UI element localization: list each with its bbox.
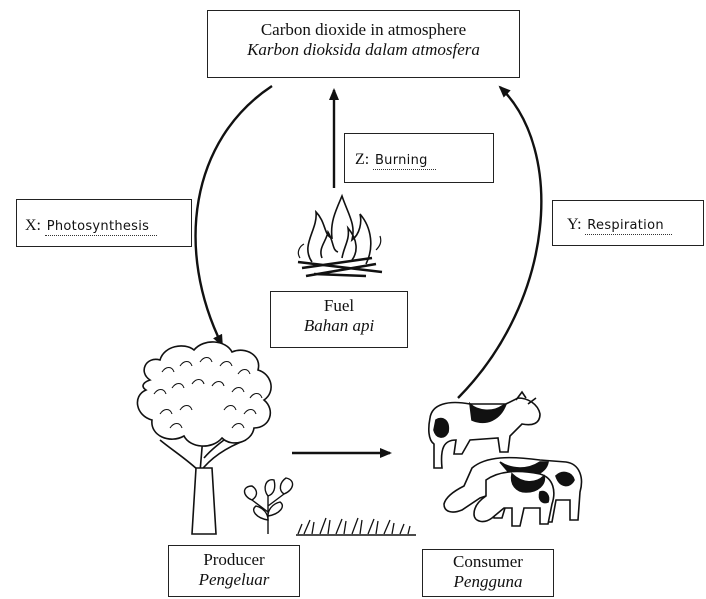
atmosphere-label-en: Carbon dioxide in atmosphere: [260, 20, 467, 39]
shrub-icon: [243, 477, 294, 534]
process-y-letter: Y:: [567, 216, 582, 233]
consumer-label-en: Consumer: [453, 552, 523, 571]
fuel-label-en: Fuel: [323, 296, 355, 315]
arrow-consumer-to-atmosphere: [457, 85, 543, 399]
process-x-answer: Photosynthesis: [44, 219, 158, 236]
cow-icon: [428, 390, 583, 527]
producer-label-ms: Pengeluar: [198, 570, 270, 590]
grass-icon: [296, 517, 416, 536]
producer-box: Producer Pengeluar: [168, 545, 300, 597]
consumer-box: Consumer Pengguna: [422, 549, 554, 597]
atmosphere-label-ms: Karbon dioksida dalam atmosfera: [247, 40, 480, 60]
process-z-answer: Burning: [372, 153, 436, 170]
arrow-atmosphere-to-producer: [194, 84, 273, 347]
process-z-box: Z: Burning: [344, 133, 494, 183]
process-y-box: Y: Respiration: [552, 200, 704, 246]
process-y-answer: Respiration: [585, 218, 672, 235]
process-z-letter: Z:: [355, 151, 370, 168]
process-x-box: X: Photosynthesis: [16, 199, 192, 247]
process-x-letter: X:: [25, 217, 41, 234]
consumer-label-ms: Pengguna: [453, 572, 523, 592]
fuel-label-ms: Bahan api: [303, 316, 375, 336]
fuel-box: Fuel Bahan api: [270, 291, 408, 348]
tree-icon: [136, 341, 272, 535]
producer-label-en: Producer: [203, 550, 265, 569]
fire-icon: [297, 193, 383, 278]
atmosphere-box: Carbon dioxide in atmosphere Karbon diok…: [207, 10, 520, 78]
